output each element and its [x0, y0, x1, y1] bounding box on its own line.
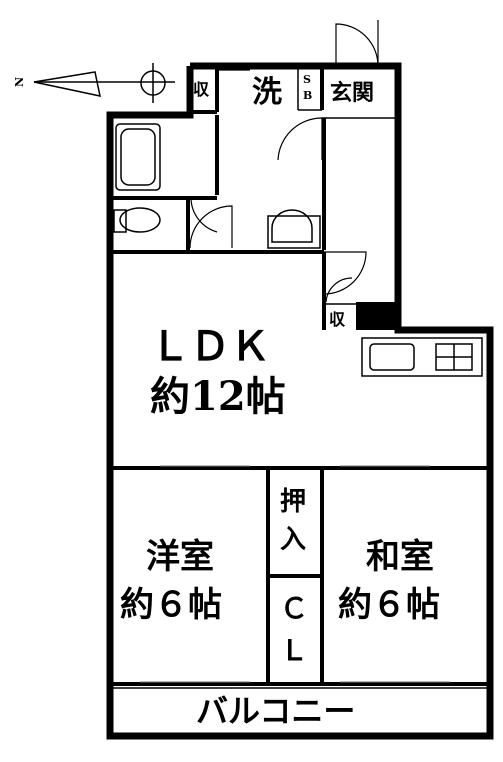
label-shoe-box-s: S: [303, 73, 311, 86]
label-balcony: バルコニー: [196, 692, 355, 730]
doors: [189, 20, 379, 303]
bathtub: [115, 123, 161, 191]
label-japanese-size: 約６帖: [338, 585, 440, 625]
label-cl-2: Ｌ: [280, 634, 308, 667]
label-entrance: 玄関: [330, 80, 374, 106]
room-labels: 収 洗 S B 玄関 収 ＬＤＫ 約12帖 押 入 洋室 約６帖 和室 約６帖 …: [120, 73, 440, 730]
pillar: [356, 302, 398, 330]
door-ldk: [323, 251, 367, 295]
washbasin: [271, 209, 313, 243]
label-ldk-size: 約12帖: [150, 373, 286, 420]
label-western-name: 洋室: [146, 537, 214, 577]
outer-wall: [106, 62, 494, 740]
door-toilet: [189, 205, 233, 249]
label-ldk-name: ＬＤＫ: [150, 323, 270, 370]
fixtures: [113, 123, 483, 377]
label-western-size: 約６帖: [120, 585, 222, 625]
interior-walls: [110, 66, 490, 686]
toilet-tank: [113, 209, 127, 233]
door-bath: [190, 197, 218, 233]
label-push-1: 押: [280, 487, 306, 517]
label-japanese-name: 和室: [366, 537, 434, 577]
label-storage-mid: 収: [329, 310, 346, 329]
label-shoe-box-b: B: [303, 89, 312, 102]
compass-arrow-head: [33, 71, 101, 97]
compass-north-label: N: [13, 77, 26, 87]
bathtub-inner: [120, 128, 156, 186]
outer-walls: [106, 62, 494, 740]
label-cl-1: Ｃ: [280, 592, 308, 625]
door-entrance: [335, 23, 379, 67]
label-wash: 洗: [252, 75, 282, 110]
label-storage-top: 収: [193, 80, 210, 99]
label-push-2: 入: [280, 525, 306, 555]
kitchen-counter: [361, 337, 483, 377]
washbasin-counter: [267, 215, 321, 249]
compass: N: [13, 63, 175, 103]
door-storage-mid: [325, 277, 353, 303]
door-wash: [277, 117, 323, 161]
kitchen-sink: [369, 343, 415, 371]
windows: [110, 465, 490, 689]
toilet-bowl: [119, 207, 161, 233]
